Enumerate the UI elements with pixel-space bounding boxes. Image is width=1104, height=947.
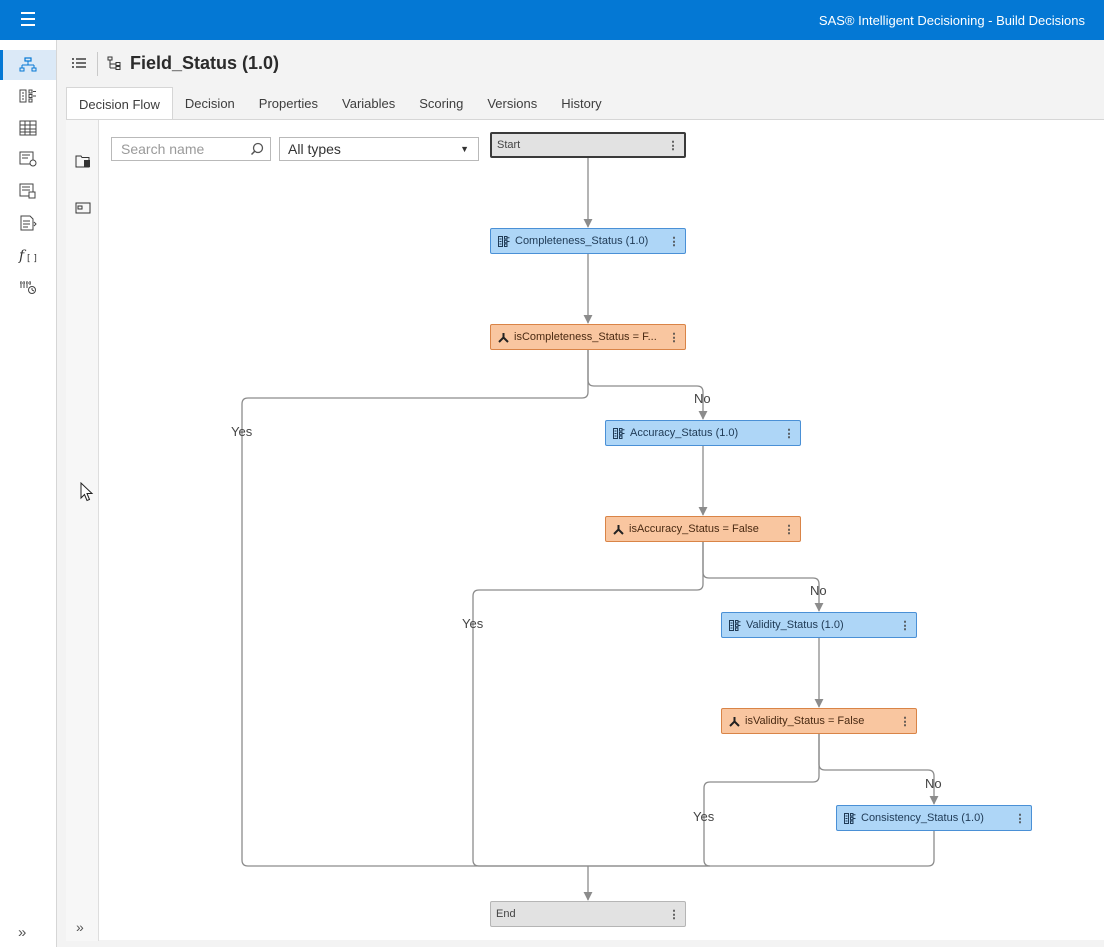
- tab-bar: Decision Flow Decision Properties Variab…: [66, 87, 614, 120]
- node-menu-icon[interactable]: ⋮: [1014, 812, 1026, 825]
- rule-sets-icon[interactable]: [0, 81, 56, 111]
- tab-history[interactable]: History: [561, 96, 602, 111]
- expand-side-panel-icon[interactable]: »: [76, 919, 84, 935]
- node-menu-icon[interactable]: ⋮: [668, 235, 680, 248]
- search-icon[interactable]: [250, 142, 264, 161]
- global-variables-icon[interactable]: [0, 272, 56, 302]
- svg-text:f: f: [18, 248, 27, 263]
- app-title: SAS® Intelligent Decisioning - Build Dec…: [818, 13, 1085, 28]
- node-menu-icon[interactable]: ⋮: [899, 619, 911, 632]
- tab-scoring[interactable]: Scoring: [419, 96, 464, 111]
- branch-icon: [729, 716, 740, 727]
- flow-node-label: Validity_Status (1.0): [746, 619, 844, 631]
- flow-start-node[interactable]: Start ⋮: [490, 132, 686, 158]
- app-header: SAS® Intelligent Decisioning - Build Dec…: [0, 0, 1104, 40]
- left-navigation-rail: f[ ] »: [0, 40, 57, 947]
- node-menu-icon[interactable]: ⋮: [783, 427, 795, 440]
- flow-node-label: isCompleteness_Status = F...: [514, 331, 657, 343]
- search-field[interactable]: [111, 137, 271, 161]
- node-menu-icon[interactable]: ⋮: [668, 331, 680, 344]
- node-menu-icon[interactable]: ⋮: [668, 908, 680, 921]
- chevron-down-icon: ▼: [460, 144, 469, 154]
- rule-set-icon: [498, 235, 510, 247]
- rule-set-icon: [613, 427, 625, 439]
- node-menu-icon[interactable]: ⋮: [667, 139, 679, 152]
- rule-set-node[interactable]: Completeness_Status (1.0) ⋮: [490, 228, 686, 254]
- hamburger-menu-icon[interactable]: [18, 12, 38, 28]
- flow-node-label: Completeness_Status (1.0): [515, 235, 649, 247]
- node-menu-icon[interactable]: ⋮: [899, 715, 911, 728]
- flow-node-label: isValidity_Status = False: [745, 715, 865, 727]
- svg-text:[ ]: [ ]: [27, 254, 37, 263]
- type-filter-value: All types: [288, 141, 341, 157]
- object-header: Field_Status (1.0): [57, 40, 1104, 87]
- models-icon[interactable]: [0, 144, 56, 174]
- node-menu-icon[interactable]: ⋮: [783, 523, 795, 536]
- list-view-icon[interactable]: [71, 56, 87, 75]
- flow-node-label: Consistency_Status (1.0): [861, 812, 984, 824]
- condition-node[interactable]: isValidity_Status = False ⋮: [721, 708, 917, 734]
- functions-icon[interactable]: f[ ]: [0, 240, 56, 270]
- decision-flows-icon[interactable]: [0, 50, 56, 80]
- rule-set-node[interactable]: Validity_Status (1.0) ⋮: [721, 612, 917, 638]
- decision-flow-icon: [107, 56, 121, 75]
- tab-properties[interactable]: Properties: [258, 96, 319, 111]
- mouse-cursor-icon: [80, 481, 94, 507]
- header-divider: [97, 52, 98, 76]
- rule-set-node[interactable]: Accuracy_Status (1.0) ⋮: [605, 420, 801, 446]
- page-title: Field_Status (1.0): [130, 53, 280, 73]
- rule-set-node[interactable]: Consistency_Status (1.0) ⋮: [836, 805, 1032, 831]
- overview-panel-icon[interactable]: [74, 199, 92, 217]
- rule-set-icon: [844, 812, 856, 824]
- expand-navigation-icon[interactable]: »: [18, 924, 27, 941]
- treatments-icon[interactable]: [0, 208, 56, 238]
- tab-variables[interactable]: Variables: [342, 96, 396, 111]
- condition-node[interactable]: isCompleteness_Status = F... ⋮: [490, 324, 686, 350]
- flow-node-label: Accuracy_Status (1.0): [630, 427, 739, 439]
- tab-versions[interactable]: Versions: [487, 96, 538, 111]
- search-input[interactable]: [112, 138, 242, 160]
- flow-node-label: End: [496, 908, 516, 920]
- condition-node[interactable]: isAccuracy_Status = False ⋮: [605, 516, 801, 542]
- branch-icon: [613, 524, 624, 535]
- tab-decision-flow[interactable]: Decision Flow: [66, 87, 173, 120]
- flow-node-label: Start: [497, 139, 521, 151]
- lookup-tables-icon[interactable]: [0, 113, 56, 143]
- flow-end-node[interactable]: End ⋮: [490, 901, 686, 927]
- type-filter-select[interactable]: All types ▼: [279, 137, 479, 161]
- rule-set-icon: [729, 619, 741, 631]
- branch-icon: [498, 332, 509, 343]
- flow-node-label: isAccuracy_Status = False: [629, 523, 759, 535]
- objects-side-panel: »: [66, 120, 99, 941]
- objects-folder-icon[interactable]: [74, 152, 92, 170]
- tab-decision[interactable]: Decision: [184, 96, 235, 111]
- code-files-icon[interactable]: [0, 176, 56, 206]
